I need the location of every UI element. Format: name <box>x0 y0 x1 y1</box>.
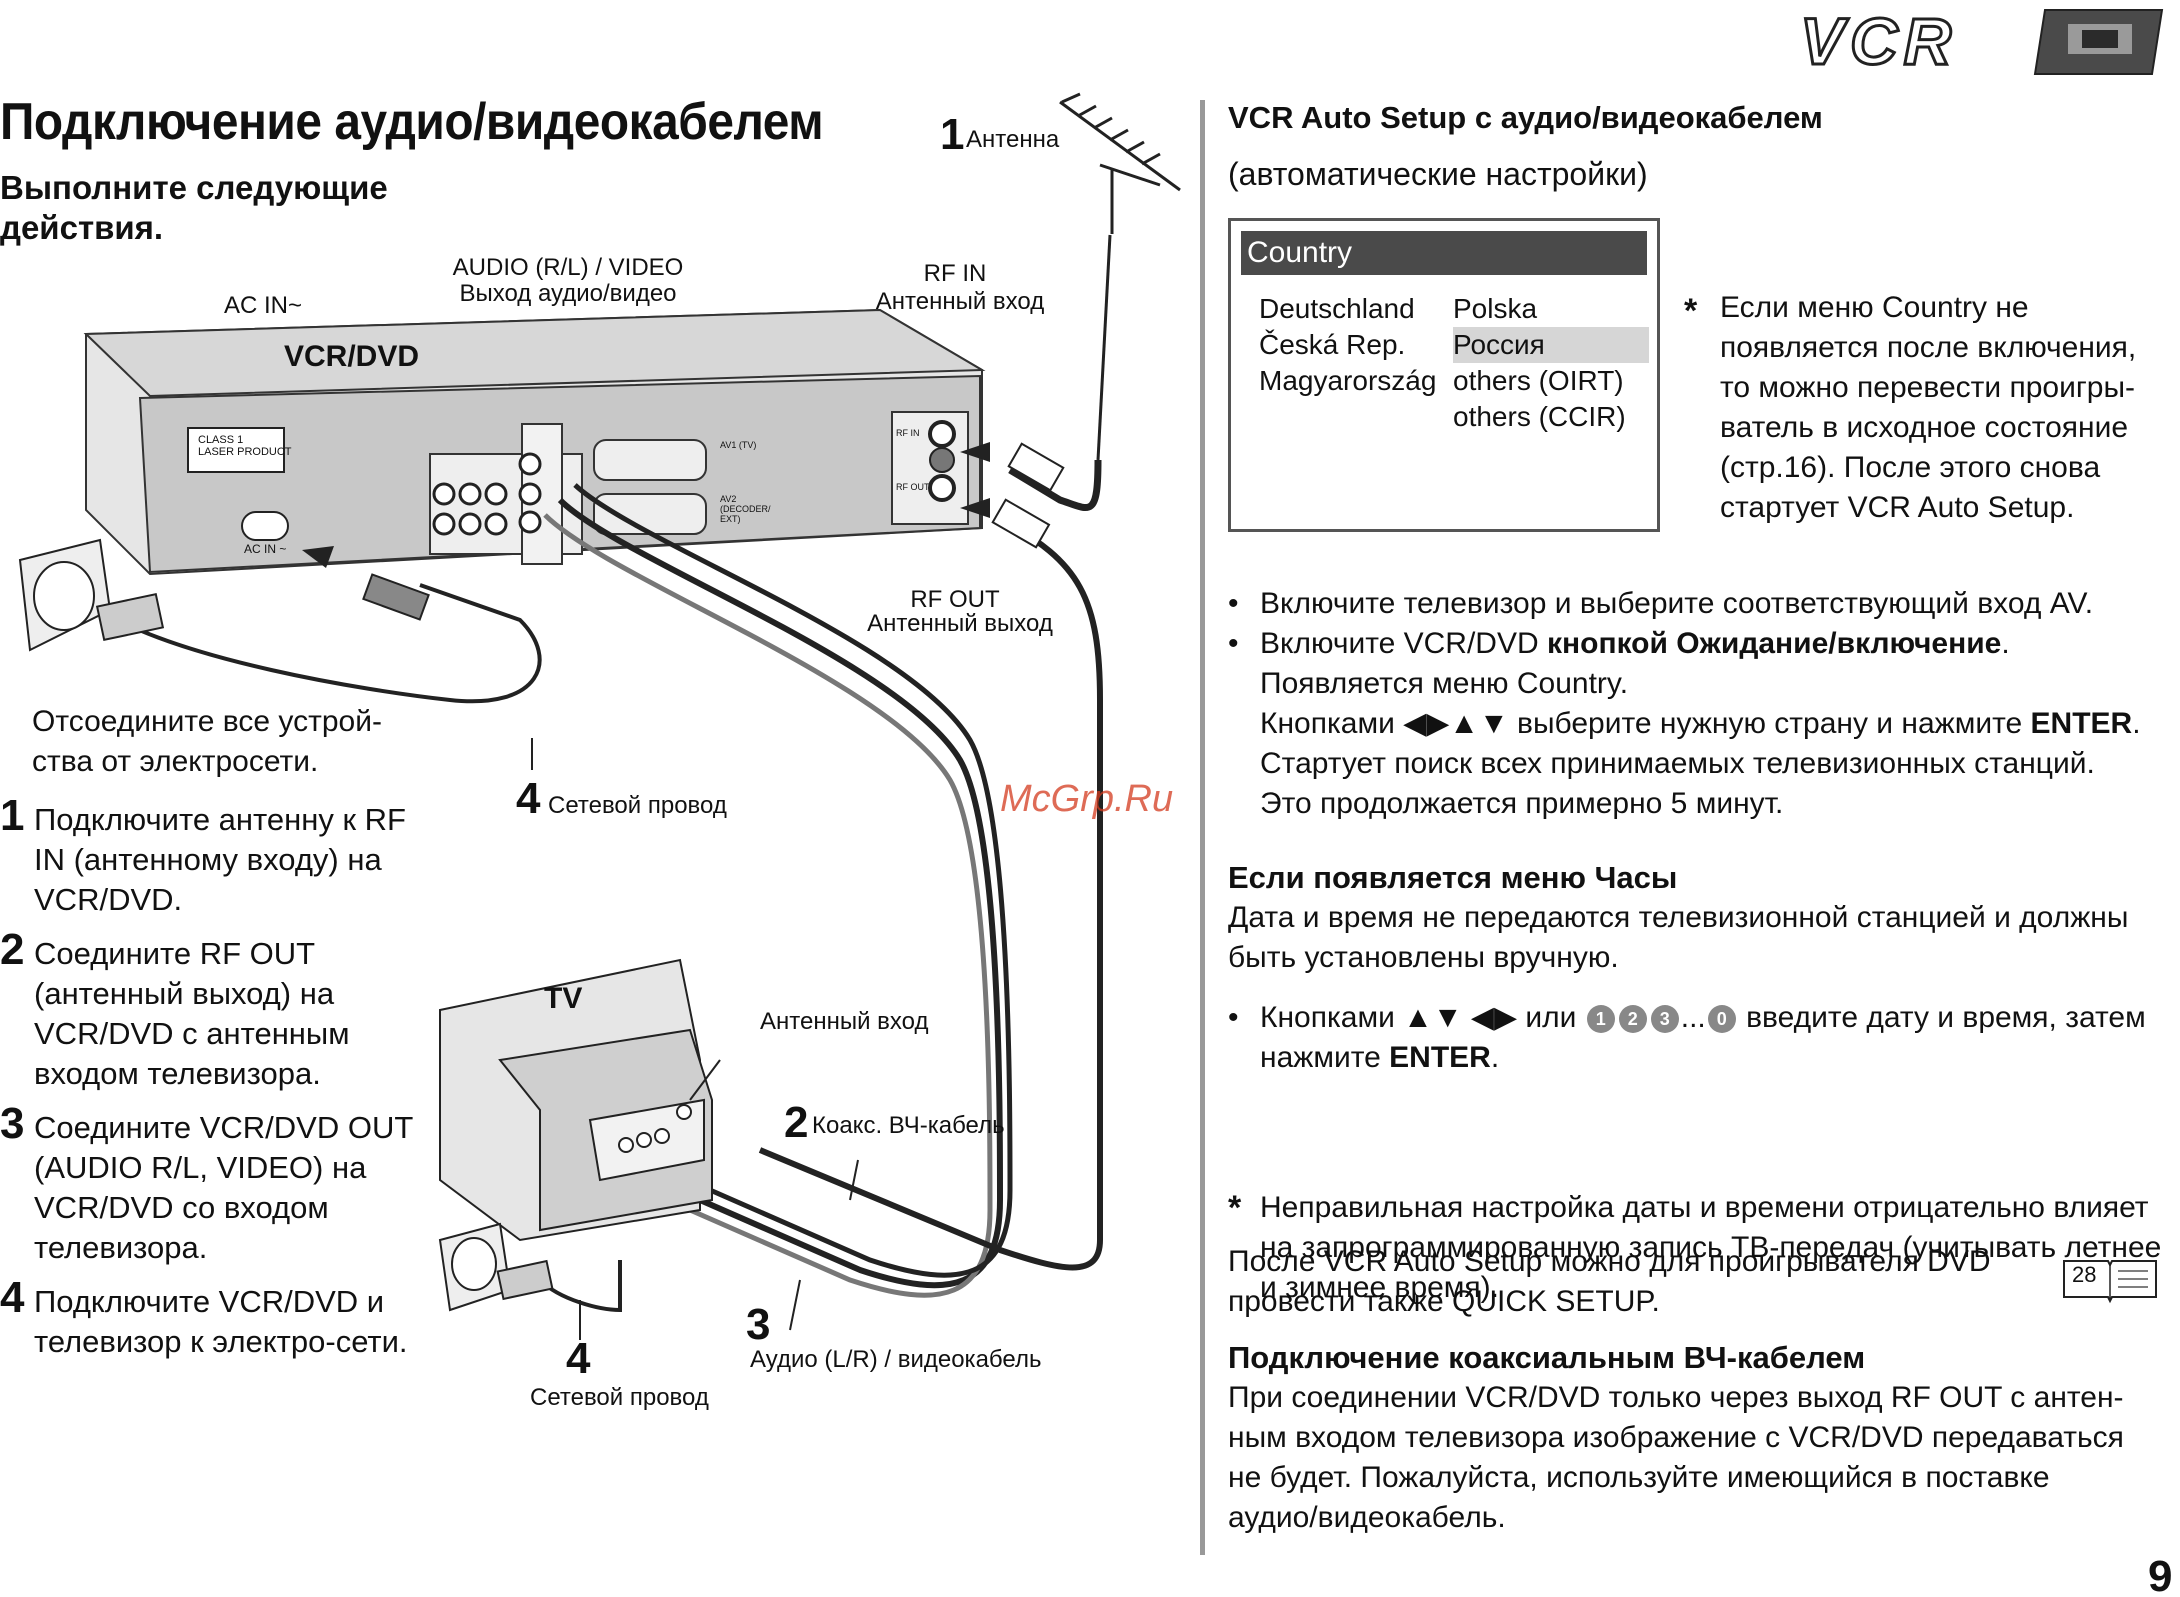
country-option[interactable]: Magyarország <box>1259 365 1437 396</box>
arrow-icon <box>960 442 990 462</box>
vcr-dvd-unit <box>83 308 986 576</box>
av1-label: AV1 (TV) <box>720 440 757 450</box>
country-option[interactable]: Deutschland <box>1259 293 1415 324</box>
key-1-icon: 1 <box>1586 1005 1615 1033</box>
column-divider <box>1200 100 1205 1555</box>
vcr-logo: VCR <box>1790 2 2170 82</box>
laser-class-label: CLASS 1 LASER PRODUCT <box>198 434 292 458</box>
coax-connection-title: Подключение коаксиальным ВЧ-кабелем <box>1228 1340 1866 1375</box>
bullet-item: •Включите телевизор и выберите соответст… <box>1228 587 2094 620</box>
clock-menu-title: Если появляется меню Часы <box>1228 860 1678 895</box>
page-subtitle: Выполните следующие действия. <box>0 169 388 246</box>
instruction-line: Появляется меню Country. <box>1260 667 1629 700</box>
instruction-line: Стартует поиск всех принимаемых телевизи… <box>1260 747 2095 780</box>
audio-video-label-1: AUDIO (R/L) / VIDEO <box>452 254 684 281</box>
power-cord-bottom-number: 4 <box>566 1334 591 1383</box>
arrow-icon <box>960 498 990 518</box>
asterisk-icon: * <box>1684 292 1698 330</box>
antenna-icon <box>1059 92 1181 461</box>
power-cord-top-number: 4 <box>516 774 541 823</box>
coax-step-number: 2 <box>784 1098 809 1147</box>
arrow-icon <box>302 546 334 568</box>
country-menu-note: Если меню Country не появляется после вк… <box>1720 291 2137 524</box>
rf-out-label-1: RF OUT <box>910 586 1000 613</box>
power-cord-top-label: Сетевой провод <box>548 792 727 819</box>
panel-rf-in-label: RF IN <box>896 428 920 438</box>
page-title: Подключение аудио/видеокабелем <box>0 93 824 151</box>
wrong-setting-note: *Неправильная настройка даты и времени о… <box>1228 1189 2162 1304</box>
country-option[interactable]: Polska <box>1453 293 1538 324</box>
ac-in-label: AC IN~ <box>224 292 303 319</box>
av-cable-step-number: 3 <box>746 1300 771 1349</box>
tv-antenna-input-label: Антенный вход <box>760 1008 929 1035</box>
country-menu-header: Country <box>1241 231 1647 275</box>
country-menu: Country Deutschland Česká Rep. Magyarors… <box>1228 218 1660 532</box>
key-0-icon: 0 <box>1707 1005 1736 1033</box>
country-column-1: Deutschland Česká Rep. Magyarország <box>1259 291 1436 399</box>
page-number: 9 <box>2148 1552 2173 1597</box>
panel-rf-out-label: RF OUT <box>896 482 930 492</box>
auto-setup-subtitle: (автоматические настройки) <box>1228 156 1648 192</box>
power-plug-top <box>362 573 430 621</box>
av2-label: AV2 (DECODER/ EXT) <box>720 494 771 524</box>
tv-icon <box>439 958 713 1242</box>
power-cord-bottom-label: Сетевой провод <box>530 1384 709 1411</box>
disconnect-note: Отсоедините все устрой-ства от электросе… <box>32 705 382 778</box>
watermark: McGrp.Ru <box>1000 778 1174 820</box>
country-option[interactable]: Česká Rep. <box>1259 329 1406 360</box>
setup-instructions: •Включите телевизор и выберите соответст… <box>1228 584 2168 824</box>
country-option[interactable]: others (OIRT) <box>1453 365 1624 396</box>
coax-connection-text: При соединении VCR/DVD только через выхо… <box>1228 1381 2124 1534</box>
country-option-selected[interactable]: Россия <box>1453 327 1649 363</box>
tv-label: TV <box>544 982 583 1015</box>
rf-out-label-2: Антенный выход <box>867 610 1053 637</box>
antenna-step-number: 1 <box>940 110 965 159</box>
instruction-line: Это продолжается примерно 5 минут. <box>1260 787 1784 820</box>
book-reference-page: 28 <box>2072 1262 2097 1287</box>
coax-cable-label: Коакс. ВЧ-кабель <box>812 1112 1005 1139</box>
wall-socket-top-icon <box>18 538 165 652</box>
audio-video-label-2: Выход аудио/видео <box>459 280 677 307</box>
antenna-label: Антенна <box>966 126 1060 153</box>
country-column-2: Polska Россия others (OIRT) others (CCIR… <box>1453 291 1649 435</box>
logo-text: VCR <box>1800 4 1957 78</box>
rf-in-label-1: RF IN <box>923 260 987 287</box>
av-cable-label: Аудио (L/R) / видеокабель <box>750 1346 1042 1373</box>
key-3-icon: 3 <box>1650 1005 1679 1033</box>
connection-diagram <box>18 92 1181 1340</box>
rf-out-plug <box>991 498 1051 549</box>
auto-setup-title: VCR Auto Setup с аудио/видеокабелем <box>1228 100 1823 135</box>
ac-in-port-label: AC IN ~ <box>244 542 287 556</box>
book-reference-icon <box>2063 1260 2157 1304</box>
rf-in-label-2: Антенный вход <box>875 288 1045 315</box>
instruction-line: Кнопками ◀▶▲▼ выберите нужную страну и н… <box>1260 707 2141 740</box>
wall-socket-bottom-icon <box>438 1222 554 1312</box>
cassette-icon <box>2033 9 2164 75</box>
key-2-icon: 2 <box>1618 1005 1647 1033</box>
quick-setup-text: После VCR Auto Setup можно для проигрыва… <box>1228 1245 1991 1318</box>
country-option[interactable]: others (CCIR) <box>1453 401 1626 432</box>
rf-in-plug <box>1007 442 1065 492</box>
bullet-item: •Включите VCR/DVD кнопкой Ожидание/включ… <box>1228 627 2010 660</box>
vcr-dvd-label: VCR/DVD <box>284 340 420 373</box>
clock-menu-text: Дата и время не передаются телевизионной… <box>1228 901 2129 974</box>
